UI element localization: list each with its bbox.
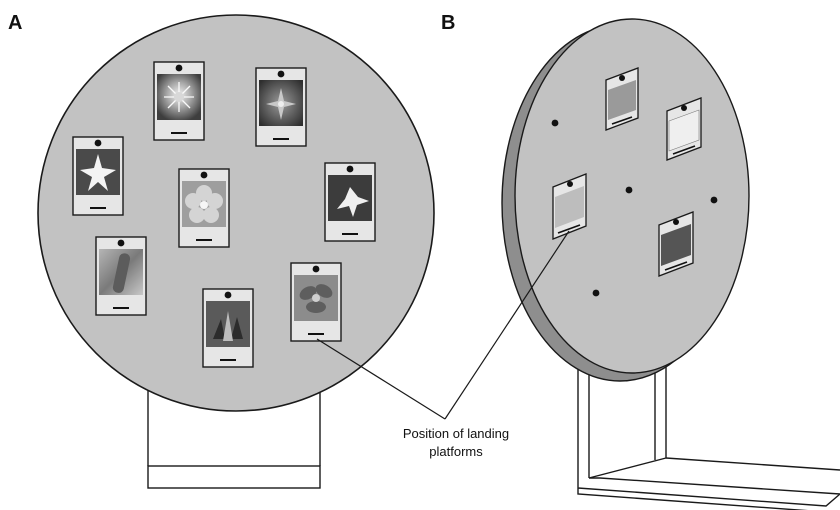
card-hole (94, 139, 102, 147)
callout-lines (316, 230, 570, 420)
card-hole (200, 171, 208, 179)
flower-spike-icon (112, 253, 131, 293)
landing-platform (611, 116, 633, 125)
leafy-cluster-icon (299, 284, 333, 313)
flower-card-5 (324, 162, 376, 242)
panel-letter-b: B (441, 12, 455, 34)
panel-letter-a: A (8, 12, 22, 34)
flower-card-4 (178, 168, 230, 248)
card-hole (117, 239, 125, 247)
blank-card-2 (666, 97, 702, 161)
card-hole (175, 64, 183, 72)
trumpet-flower-icon (337, 187, 369, 217)
card-hole (312, 265, 320, 273)
landing-platform (664, 261, 688, 271)
tubular-flower-icon (213, 311, 243, 341)
landing-platform (672, 145, 696, 155)
mount-dots (551, 119, 718, 297)
flower-card-8 (290, 262, 342, 342)
blank-card-3 (552, 173, 587, 240)
landing-platform (557, 224, 581, 234)
card-hole (224, 291, 232, 299)
blank-card-4 (658, 211, 694, 277)
callout-label-line-1: Position of landing (403, 426, 509, 441)
card-hole (277, 70, 285, 78)
flower-card-3 (72, 136, 124, 216)
flower-card-2 (255, 67, 307, 147)
flower-card-6 (95, 236, 147, 316)
flower-card-1 (153, 61, 205, 141)
white-star-icon (80, 154, 116, 191)
stand-b (577, 358, 840, 510)
callout-label-line-2: platforms (429, 444, 483, 459)
five-petal-flower-icon (185, 185, 223, 223)
card-hole (346, 165, 354, 173)
flower-card-7 (202, 288, 254, 368)
blank-card-1 (605, 67, 639, 131)
